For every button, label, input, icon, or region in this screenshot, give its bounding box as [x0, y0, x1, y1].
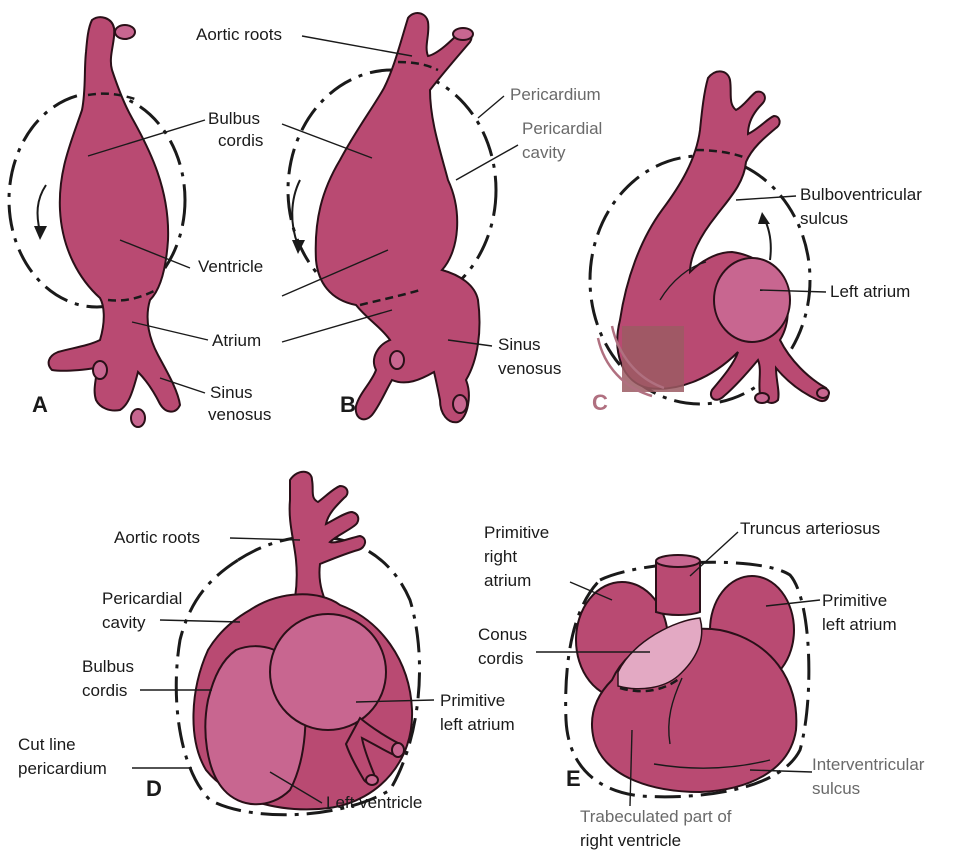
label-e-trabeculated-1: Trabeculated part of [580, 807, 732, 826]
label-e-truncus: Truncus arteriosus [740, 519, 880, 538]
rotation-arrowhead-c [758, 212, 770, 224]
label-e-conus-2: cordis [478, 649, 523, 668]
panel-b: Aortic roots Pericardium Pericardial cav… [196, 13, 602, 422]
vein-b-2 [453, 395, 467, 413]
vein-a-2 [131, 409, 145, 427]
label-e-right-atrium-2: right [484, 547, 517, 566]
leader-d-cavity [160, 620, 240, 622]
panel-letter-b: B [340, 392, 356, 417]
left-atrium-c [714, 258, 790, 342]
primitive-left-atrium-d [270, 614, 386, 730]
vein-d-1 [392, 743, 404, 757]
label-b-cavity-1: Pericardial [522, 119, 602, 138]
leader-b-atrium [282, 310, 392, 342]
panel-letter-e: E [566, 766, 581, 791]
label-d-cut-line-1: Cut line [18, 735, 76, 754]
rotation-arrow-b [292, 180, 300, 245]
label-e-right-atrium-3: atrium [484, 571, 531, 590]
label-d-atrium-2: left atrium [440, 715, 515, 734]
panel-e: Primitive right atrium Truncus arteriosu… [478, 519, 925, 850]
label-e-conus-1: Conus [478, 625, 527, 644]
rotation-arrow-a [38, 185, 46, 232]
label-a-sinus-2: venosus [208, 405, 271, 424]
panel-letter-d: D [146, 776, 162, 801]
vein-d-2 [366, 775, 378, 785]
label-d-atrium-1: Primitive [440, 691, 505, 710]
label-d-bulbus-1: Bulbus [82, 657, 134, 676]
panel-d: Aortic roots Pericardial cavity Bulbus c… [18, 472, 515, 815]
label-e-left-atrium-1: Primitive [822, 591, 887, 610]
leader-b-pericardium [478, 96, 504, 118]
leader-b-aortic [302, 36, 412, 56]
label-a-bulbus-2: cordis [218, 131, 263, 150]
vein-c-2 [817, 388, 829, 398]
rotation-arrow-c [764, 218, 771, 260]
label-a-atrium: Atrium [212, 331, 261, 350]
label-d-bulbus-2: cordis [82, 681, 127, 700]
rotation-arrowhead-a [34, 226, 47, 240]
label-a-ventricle: Ventricle [198, 257, 263, 276]
label-c-bulboventricular-1: Bulboventricular [800, 185, 922, 204]
leader-c-bulboventricular [736, 196, 796, 200]
label-c-bulboventricular-2: sulcus [800, 209, 848, 228]
label-e-interventricular-2: sulcus [812, 779, 860, 798]
aortic-root-a-1 [115, 25, 135, 39]
label-d-cavity-2: cavity [102, 613, 146, 632]
vein-b-1 [390, 351, 404, 369]
leader-b-cavity [456, 145, 518, 180]
panel-c: Bulboventricular sulcus Left atrium C [590, 71, 922, 415]
heart-tube-a [49, 17, 180, 411]
label-b-sinus-1: Sinus [498, 335, 541, 354]
label-b-cavity-2: cavity [522, 143, 566, 162]
leader-e-truncus [690, 532, 738, 576]
label-e-interventricular-1: Interventricular [812, 755, 925, 774]
label-c-left-atrium: Left atrium [830, 282, 910, 301]
vein-c-1 [755, 393, 769, 403]
panel-a: Bulbus cordis Ventricle Atrium Sinus ven… [9, 17, 271, 427]
vein-a-1 [93, 361, 107, 379]
label-b-pericardium: Pericardium [510, 85, 601, 104]
label-e-right-atrium-1: Primitive [484, 523, 549, 542]
aortic-root-b-1 [453, 28, 473, 40]
label-a-sinus-1: Sinus [210, 383, 253, 402]
label-d-cavity-1: Pericardial [102, 589, 182, 608]
label-d-cut-line-2: pericardium [18, 759, 107, 778]
label-d-aortic-roots: Aortic roots [114, 528, 200, 547]
label-b-aortic-roots: Aortic roots [196, 25, 282, 44]
label-e-left-atrium-2: left atrium [822, 615, 897, 634]
label-d-left-ventricle: Left ventricle [326, 793, 422, 812]
panel-letter-c: C [592, 390, 608, 415]
label-e-trabeculated-2: right ventricle [580, 831, 681, 850]
label-b-sinus-2: venosus [498, 359, 561, 378]
label-a-bulbus-1: Bulbus [208, 109, 260, 128]
panel-letter-a: A [32, 392, 48, 417]
truncus-opening-e [656, 555, 700, 567]
